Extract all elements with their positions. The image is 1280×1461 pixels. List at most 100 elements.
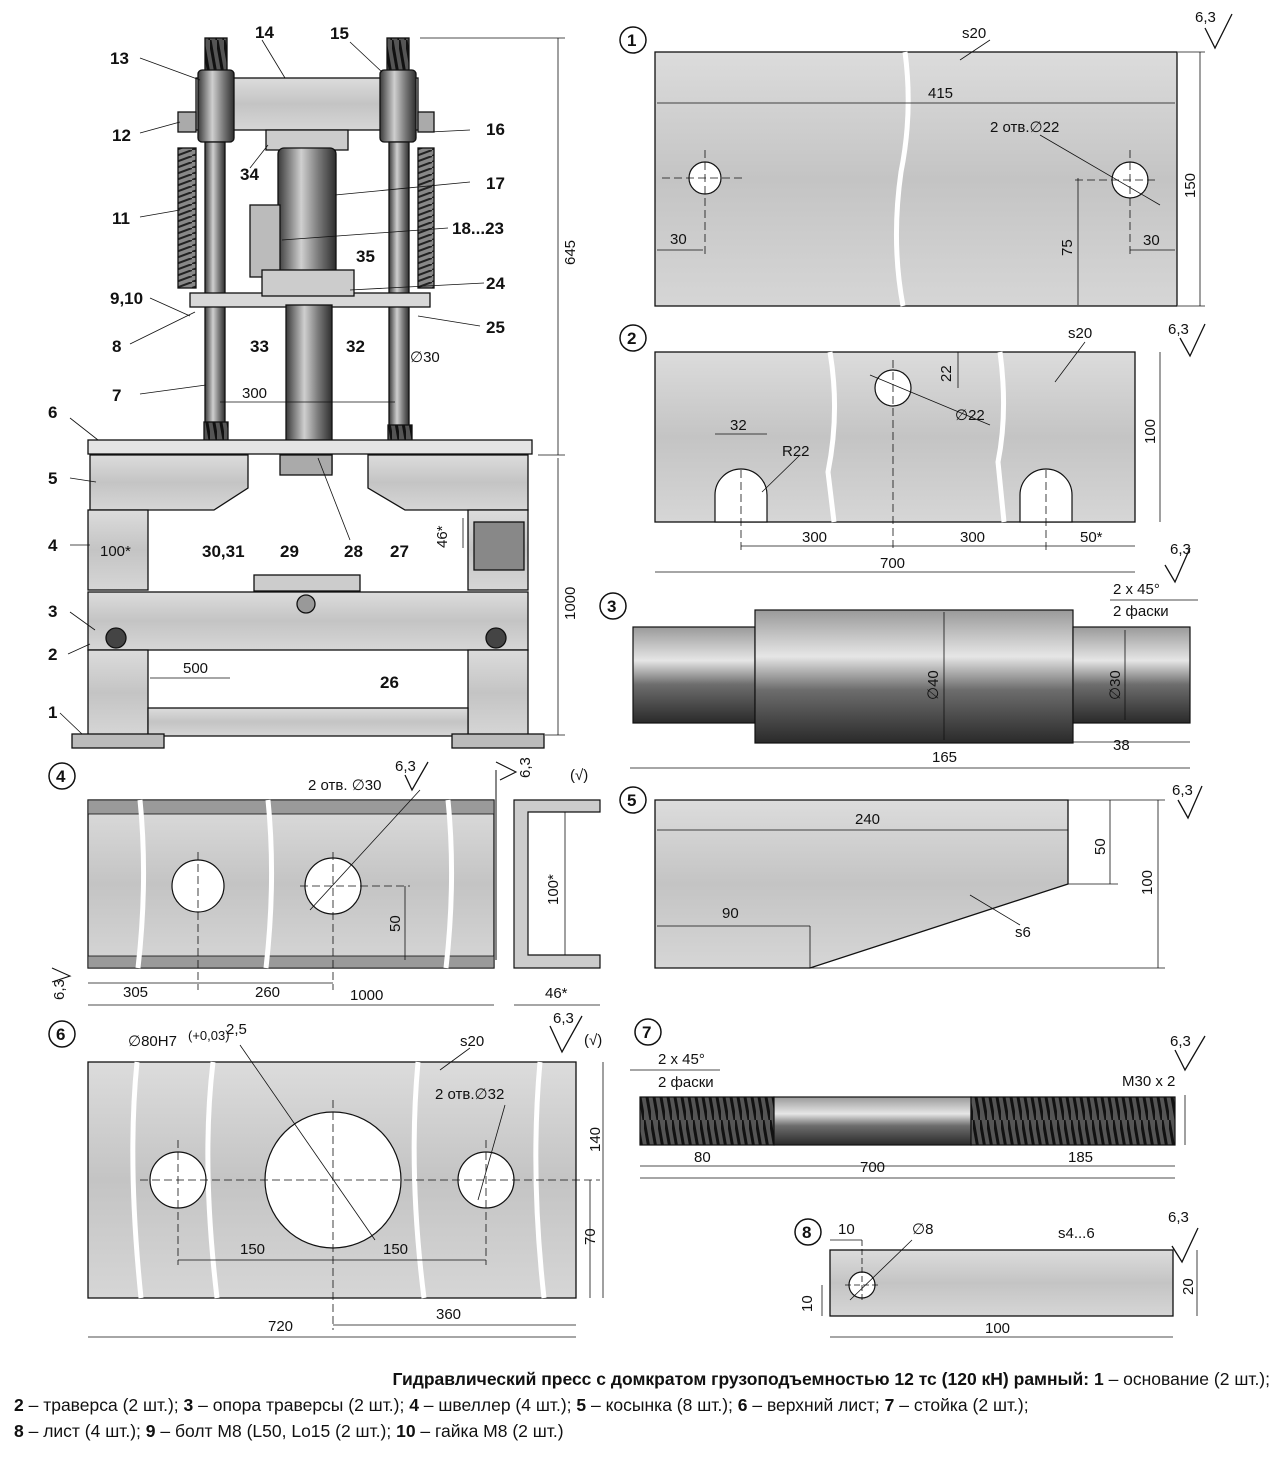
- part8-100: 100: [985, 1320, 1010, 1337]
- part8-10b: 10: [799, 1295, 816, 1312]
- figure-caption: Гидравлический пресс с домкратом грузопо…: [14, 1366, 1270, 1444]
- caption-item-10-num: 10: [396, 1421, 416, 1441]
- part6-bore-d80: ∅80H7: [128, 1033, 177, 1050]
- part-7-text: 7 6,3 2 x 45° 2 фаски M30 x 2 80 700 185: [642, 1023, 1191, 1176]
- part1-75: 75: [1059, 239, 1076, 256]
- label-33: 33: [250, 337, 269, 356]
- dim-500: 500: [183, 660, 208, 677]
- part2-22: 22: [938, 365, 955, 382]
- caption-item-8-num: 8: [14, 1421, 24, 1441]
- caption-item-6: – верхний лист;: [747, 1395, 885, 1415]
- part4-num: 4: [56, 767, 66, 786]
- part-8-text: 8 6,3 10 ∅8 s4...6 20 10 100: [799, 1209, 1197, 1337]
- caption-item-2: – траверса (2 шт.);: [23, 1395, 184, 1415]
- part6-roughness: 6,3: [553, 1010, 574, 1027]
- label-11: 11: [112, 209, 130, 228]
- part3-165: 165: [932, 749, 957, 766]
- lower-right-post: [467, 649, 529, 737]
- part5-100: 100: [1139, 870, 1156, 895]
- label-8: 8: [112, 337, 121, 356]
- traverse-support-left: [105, 627, 127, 649]
- label-28: 28: [344, 542, 363, 561]
- part4-roughness3: 6,3: [51, 979, 68, 1000]
- label-34: 34: [240, 165, 259, 184]
- caption-item-7-num: 7: [884, 1395, 895, 1415]
- part6-720: 720: [268, 1318, 293, 1335]
- bottom-beam: [147, 707, 469, 737]
- label-13: 13: [110, 49, 129, 68]
- caption-item-8: – лист (4 шт.);: [23, 1421, 146, 1441]
- part6-s20: s20: [460, 1033, 484, 1050]
- label-6: 6: [48, 403, 57, 422]
- part3-38: 38: [1113, 737, 1130, 754]
- label-17: 17: [486, 174, 505, 193]
- part-3: [599, 547, 1198, 769]
- left-channel: [87, 509, 149, 591]
- upper-sheet: [87, 439, 533, 455]
- part7-smooth: [773, 1096, 972, 1146]
- part-3-text: 3 6,3 2 x 45° 2 фаски ∅40 ∅30 165 38: [607, 541, 1191, 766]
- part6-150a: 150: [240, 1241, 265, 1258]
- part4-sym: (√): [570, 767, 588, 784]
- part2-50: 50*: [1080, 529, 1103, 546]
- part8-num: 8: [802, 1223, 811, 1242]
- jack-pump: [249, 204, 281, 278]
- part7-185: 185: [1068, 1149, 1093, 1166]
- right-gusset: [367, 454, 529, 511]
- right-spring: [417, 147, 435, 289]
- part4-channel-profile: [513, 799, 601, 969]
- part7-roughness: 6,3: [1170, 1033, 1191, 1050]
- part3-left-shaft: [632, 626, 756, 724]
- caption-item-9-num: 9: [145, 1421, 156, 1441]
- part5-50: 50: [1092, 838, 1109, 855]
- part7-thread-right: [970, 1096, 1176, 1146]
- part3-chamfer: 2 x 45°: [1113, 581, 1160, 598]
- part1-30b: 30: [1143, 232, 1160, 249]
- caption-item-2-num: 2: [14, 1395, 24, 1415]
- part6-num: 6: [56, 1025, 65, 1044]
- base-right: [451, 733, 545, 749]
- caption-item-1: – основание (2 шт.);: [1103, 1369, 1270, 1389]
- part-2-text: 2 s20 6,3 32 R22 22 ∅22 100 300 300 50* …: [627, 321, 1189, 572]
- part5-roughness: 6,3: [1172, 782, 1193, 799]
- lower-left-post: [87, 649, 149, 737]
- part-5: [619, 785, 1203, 969]
- label-26: 26: [380, 673, 399, 692]
- part-1: [619, 13, 1233, 307]
- plate-29: [253, 574, 361, 592]
- part2-s20: s20: [1068, 325, 1092, 342]
- part4-roughness2: 6,3: [517, 757, 534, 778]
- part7-thread: M30 x 2: [1122, 1073, 1175, 1090]
- assembly-labels: 13 14 15 12 16 34 17 11 18...23 35 24 9,…: [48, 23, 579, 722]
- jack-top-plate: [265, 129, 349, 151]
- part7-num: 7: [642, 1023, 651, 1042]
- label-3: 3: [48, 602, 57, 621]
- part6-sym: (√): [584, 1032, 602, 1049]
- part3-roughness: 6,3: [1170, 541, 1191, 558]
- part5-num: 5: [627, 791, 636, 810]
- part6-70: 70: [582, 1228, 599, 1245]
- part3-collar: [754, 609, 1074, 744]
- dim-1000: 1000: [562, 587, 579, 620]
- part6-360: 360: [436, 1306, 461, 1323]
- label-16: 16: [486, 120, 505, 139]
- part2-700: 700: [880, 555, 905, 572]
- dim-d30: ∅30: [410, 349, 440, 366]
- caption-item-3: – опора траверсы (2 шт.);: [193, 1395, 410, 1415]
- part2-num: 2: [627, 329, 636, 348]
- part4-305: 305: [123, 984, 148, 1001]
- caption-item-5: – косынка (8 шт.);: [586, 1395, 738, 1415]
- label-7: 7: [112, 386, 121, 405]
- label-30-31: 30,31: [202, 542, 245, 561]
- part2-r22: R22: [782, 443, 810, 460]
- part7-700: 700: [860, 1159, 885, 1176]
- part8-roughness: 6,3: [1168, 1209, 1189, 1226]
- part4-roughness: 6,3: [395, 758, 416, 775]
- right-bolt: [417, 111, 435, 133]
- part3-chamfer2: 2 фаски: [1113, 603, 1169, 620]
- part8-d8: ∅8: [912, 1221, 933, 1238]
- label-4: 4: [48, 536, 58, 555]
- caption-item-10: – гайка М8 (2 шт.): [415, 1421, 564, 1441]
- left-spring: [177, 147, 197, 289]
